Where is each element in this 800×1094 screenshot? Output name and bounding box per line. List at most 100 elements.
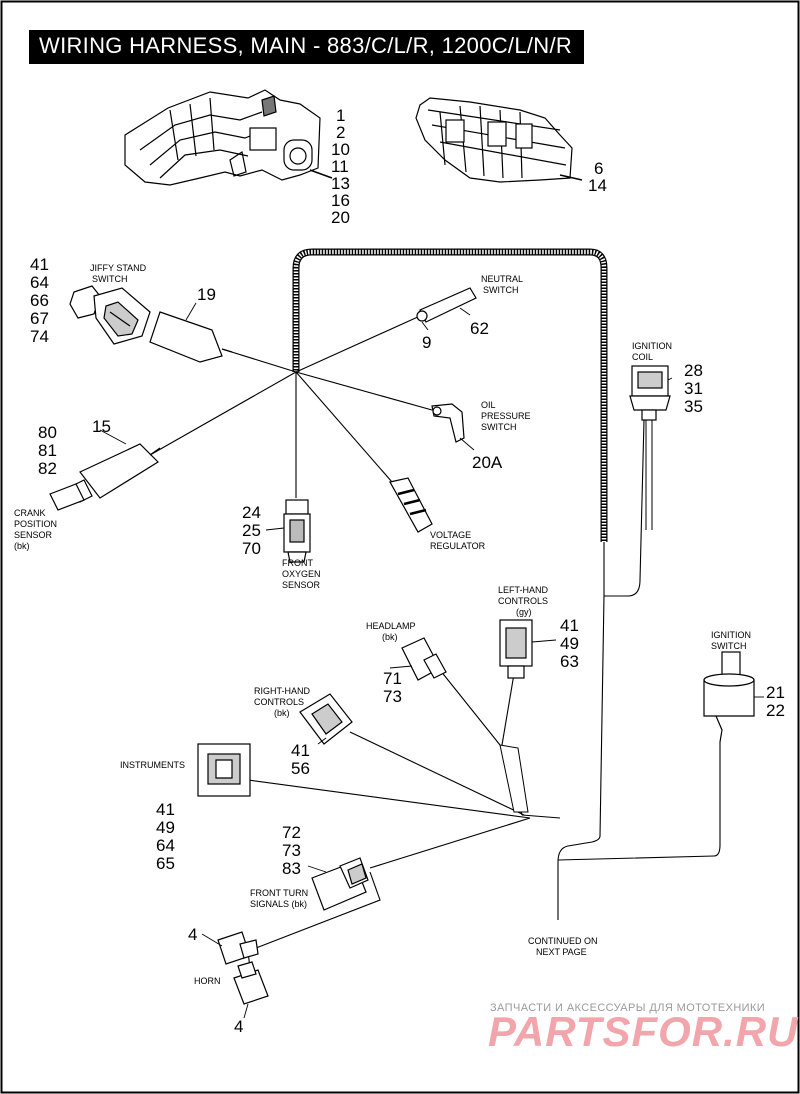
callouts-top-right: 6 14: [588, 159, 607, 195]
diagram-text: CONTINUED ON: [528, 936, 598, 946]
diagram-text: SENSOR: [14, 530, 53, 540]
label-ignition-switch: IGNITION SWITCH: [711, 630, 751, 651]
diagram-text: NEUTRAL: [481, 274, 523, 284]
callout-71: 71: [383, 669, 402, 688]
callout-21: 21: [766, 683, 785, 702]
diagram-text: CONTROLS: [498, 596, 548, 606]
diagram-text: IGNITION: [632, 341, 672, 351]
diagram-text: (bk): [382, 632, 398, 642]
callouts-crank: 80 81 82: [38, 423, 57, 478]
harness-sleeve: [499, 744, 529, 813]
callout-81: 81: [38, 441, 57, 460]
callout-6: 6: [594, 159, 603, 178]
diagram-text: COIL: [632, 352, 653, 362]
ignition-switch: [703, 651, 755, 743]
callout-lh-49: 49: [560, 634, 579, 653]
diagram-text: PRESSURE: [481, 411, 531, 421]
diagram-text: RIGHT-HAND: [254, 686, 311, 696]
instruments-connector: [197, 743, 251, 797]
diagram-text: SWITCH: [481, 422, 517, 432]
watermark-brand: PARTSFOR.RU: [488, 1008, 799, 1055]
callout-82: 82: [38, 459, 57, 478]
callout-in-41: 41: [156, 800, 175, 819]
diagram-text: (gy): [516, 607, 532, 617]
diagram-text: SWITCH: [711, 641, 747, 651]
callout-62: 62: [470, 319, 489, 338]
jiffy-stand-connector: [69, 285, 151, 345]
label-rh-controls: RIGHT-HAND CONTROLS (bk): [254, 686, 311, 718]
label-voltage: VOLTAGE REGULATOR: [430, 530, 486, 551]
crank-sensor: [49, 443, 161, 511]
callout-4-top: 4: [188, 925, 197, 944]
diagram-text: (bk): [14, 541, 30, 551]
callout-80: 80: [38, 423, 57, 442]
callout-13: 13: [331, 174, 350, 193]
diagram-text: VOLTAGE: [430, 530, 471, 540]
label-instruments: INSTRUMENTS: [120, 760, 185, 770]
callout-16: 16: [331, 191, 350, 210]
callout-83: 83: [282, 859, 301, 878]
callout-73a: 73: [383, 687, 402, 706]
callouts-ignition-coil: 28 31 35: [684, 361, 703, 416]
callout-1: 1: [336, 106, 345, 125]
callout-9: 9: [422, 333, 431, 352]
harness-wires: [149, 315, 721, 971]
page-title: WIRING HARNESS, MAIN - 883/C/L/R, 1200C/…: [39, 33, 573, 58]
callout-lh-63: 63: [560, 652, 579, 671]
callout-rh-56: 56: [291, 759, 310, 778]
diagram-text: SIGNALS (bk): [250, 899, 307, 909]
callout-jiffy-0: 41: [30, 255, 49, 274]
callout-70: 70: [242, 539, 261, 558]
diagram-text: FRONT TURN: [250, 888, 308, 898]
label-continued: CONTINUED ON NEXT PAGE: [528, 936, 598, 957]
boot-19: [149, 311, 233, 363]
callouts-jiffy: 41 64 66 67 74: [30, 255, 49, 346]
callout-35: 35: [684, 397, 703, 416]
diagram-text: SWITCH: [92, 274, 128, 284]
top-left-assembly: [124, 89, 333, 186]
oil-pressure-switch: [431, 403, 465, 443]
callout-jiffy-3: 67: [30, 309, 49, 328]
diagram-text: JIFFY STAND: [90, 263, 147, 273]
diagram-text: OIL: [481, 400, 496, 410]
callout-19: 19: [197, 285, 216, 304]
horn-connectors: [217, 931, 269, 1005]
right-hand-controls-connector: [299, 693, 353, 745]
callout-14: 14: [588, 176, 607, 195]
label-headlamp: HEADLAMP (bk): [366, 621, 416, 642]
callout-22: 22: [766, 701, 785, 720]
callouts-ignition-switch: 21 22: [766, 683, 785, 720]
diagram-text: FRONT: [282, 558, 313, 568]
label-oil: OIL PRESSURE SWITCH: [481, 400, 531, 432]
diagram-text: NEXT PAGE: [536, 947, 587, 957]
label-neutral: NEUTRAL SWITCH: [481, 274, 523, 295]
callout-31: 31: [684, 379, 703, 398]
title-bar: WIRING HARNESS, MAIN - 883/C/L/R, 1200C/…: [29, 30, 584, 64]
callout-20a: 20A: [472, 453, 503, 472]
callout-25: 25: [242, 521, 261, 540]
callout-73b: 73: [282, 841, 301, 860]
diagram-text: HEADLAMP: [366, 621, 416, 631]
diagram-text: CRANK: [14, 508, 46, 518]
callouts-turn-signals: 72 73 83: [282, 823, 301, 878]
callout-in-64: 64: [156, 836, 175, 855]
callouts-rh-controls: 41 56: [291, 741, 310, 778]
label-turn-signals: FRONT TURN SIGNALS (bk): [250, 888, 308, 909]
ignition-coil-connector: [629, 365, 671, 530]
callout-72: 72: [282, 823, 301, 842]
callout-15: 15: [92, 417, 111, 436]
callouts-top-left: 1 2 10 11 13 16 20: [331, 106, 350, 227]
diagram-text: CONTROLS: [254, 697, 304, 707]
front-o2-connector: [283, 499, 311, 563]
callout-jiffy-1: 64: [30, 273, 49, 292]
diagram-text: REGULATOR: [430, 541, 486, 551]
callouts-left-controls: 41 49 63: [560, 616, 579, 671]
diagram-text: IGNITION: [711, 630, 751, 640]
callout-jiffy-4: 74: [30, 327, 49, 346]
callout-in-49: 49: [156, 818, 175, 837]
voltage-regulator-connector: [389, 477, 433, 533]
label-jiffy: JIFFY STAND SWITCH: [90, 263, 147, 284]
label-front-o2: FRONT OXYGEN SENSOR: [282, 558, 321, 590]
